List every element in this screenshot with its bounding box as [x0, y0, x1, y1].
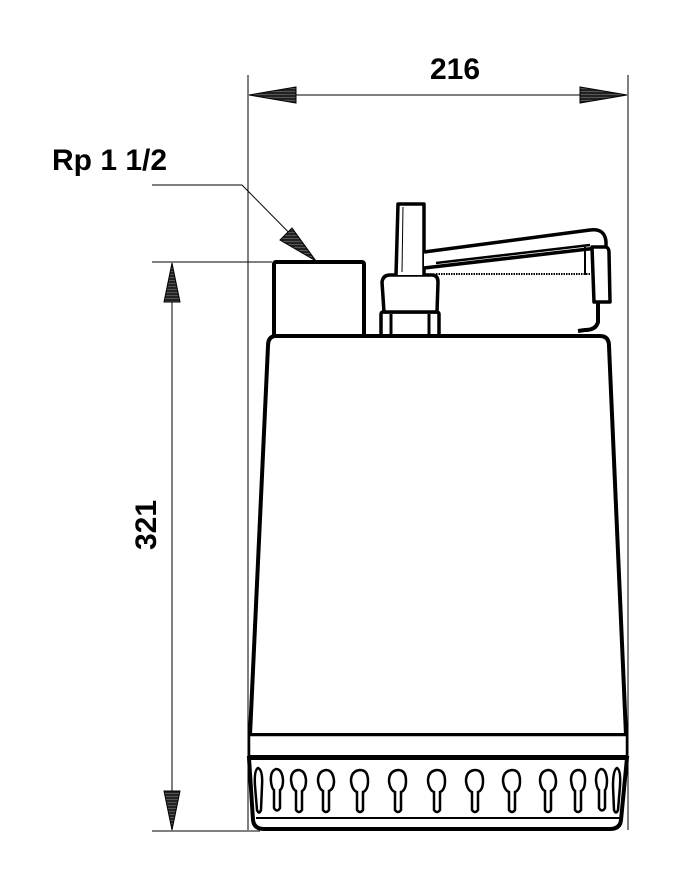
slot-7-icon: [426, 768, 447, 814]
switch-collar: [380, 273, 440, 314]
slot-13-icon: [611, 766, 622, 814]
housing-band: [247, 733, 629, 759]
arrowhead-right-icon: [579, 86, 628, 104]
arrowhead-left-icon: [248, 86, 297, 104]
height-label: 321: [130, 500, 163, 550]
slot-9-icon: [501, 768, 522, 814]
leader-arrow-icon: [279, 227, 317, 262]
float-switch: [379, 202, 612, 338]
extension-lines: [152, 75, 629, 832]
switch-stem: [394, 202, 426, 276]
slot-8-icon: [464, 768, 485, 814]
slot-6-icon: [387, 768, 408, 814]
slot-12-icon: [594, 767, 609, 812]
float: [590, 245, 612, 304]
arrowhead-down-icon: [163, 790, 181, 831]
housing: [247, 334, 629, 737]
slot-1-icon: [253, 766, 264, 814]
pump-body: [246, 334, 630, 831]
slot-2-icon: [269, 767, 285, 812]
arrowhead-up-icon: [163, 262, 181, 303]
slot-11-icon: [569, 768, 587, 814]
outlet-socket: [272, 260, 366, 338]
strainer-slots: [253, 766, 622, 814]
outlet-leader: Rp 1 1/2: [52, 144, 317, 262]
slot-10-icon: [538, 768, 558, 814]
slot-5-icon: [349, 768, 370, 814]
height-dimension: 321: [130, 262, 181, 831]
outlet-label: Rp 1 1/2: [52, 144, 167, 177]
slot-4-icon: [316, 768, 336, 814]
width-dimension: 216: [248, 53, 628, 104]
slot-3-icon: [289, 768, 308, 814]
width-label: 216: [430, 53, 480, 86]
